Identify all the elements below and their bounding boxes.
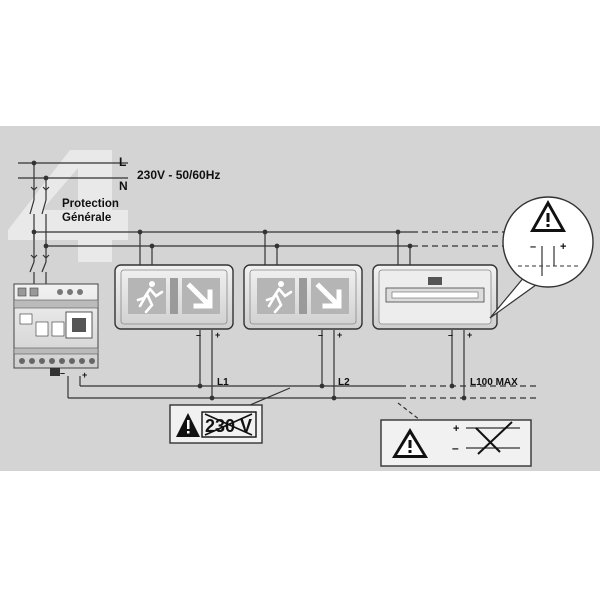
emergency-luminaire xyxy=(372,264,498,330)
diagonal-arrow-icon xyxy=(311,278,349,314)
line-label: L xyxy=(119,155,126,169)
polarity-plus-label: + xyxy=(467,330,472,340)
polarity-minus-label: – xyxy=(60,368,65,378)
reverse-plus-label: + xyxy=(453,423,459,435)
callout-minus-label: – xyxy=(530,241,536,253)
line-l1-label: L1 xyxy=(217,377,229,388)
output-lines xyxy=(67,330,467,401)
supply-lines xyxy=(18,160,128,284)
running-man-icon xyxy=(257,278,295,314)
central-control-unit xyxy=(13,283,99,376)
reverse-minus-label: – xyxy=(452,441,459,455)
reverse-polarity-warning: + – xyxy=(380,402,532,467)
diagonal-arrow-icon xyxy=(182,278,220,314)
polarity-plus-label: + xyxy=(337,330,342,340)
distribution-lines xyxy=(34,229,413,268)
warning-triangle-icon xyxy=(392,428,428,458)
line-l100-label: L100 MAX xyxy=(470,377,518,388)
running-man-icon xyxy=(128,278,166,314)
warning-triangle-icon xyxy=(530,200,566,232)
exit-sign-2 xyxy=(243,264,363,330)
fluorescent-tube-icon xyxy=(385,277,485,303)
exit-sign-1 xyxy=(114,264,234,330)
output-lines-continuation xyxy=(400,385,540,399)
device-polarity-labels: – + – + – + – + xyxy=(60,330,472,380)
polarity-minus-label: – xyxy=(318,330,323,340)
line-l2-label: L2 xyxy=(338,377,350,388)
callout-plus-label: + xyxy=(560,241,566,253)
polarity-minus-label: – xyxy=(196,330,201,340)
polarity-plus-label: + xyxy=(215,330,220,340)
polarity-plus-label: + xyxy=(82,370,87,380)
protection-label-line1: Protection xyxy=(62,198,119,210)
protection-label-line2: Générale xyxy=(62,212,111,224)
no-230v-text: 230 V xyxy=(205,416,252,436)
no-230v-warning: 230 V xyxy=(169,387,291,444)
polarity-minus-label: – xyxy=(448,330,453,340)
supply-voltage-label: 230V - 50/60Hz xyxy=(137,168,220,182)
warning-triangle-icon xyxy=(176,413,200,437)
polarity-warning-callout: – + xyxy=(489,196,594,319)
distribution-lines-continuation xyxy=(412,231,520,247)
neutral-label: N xyxy=(119,179,128,193)
